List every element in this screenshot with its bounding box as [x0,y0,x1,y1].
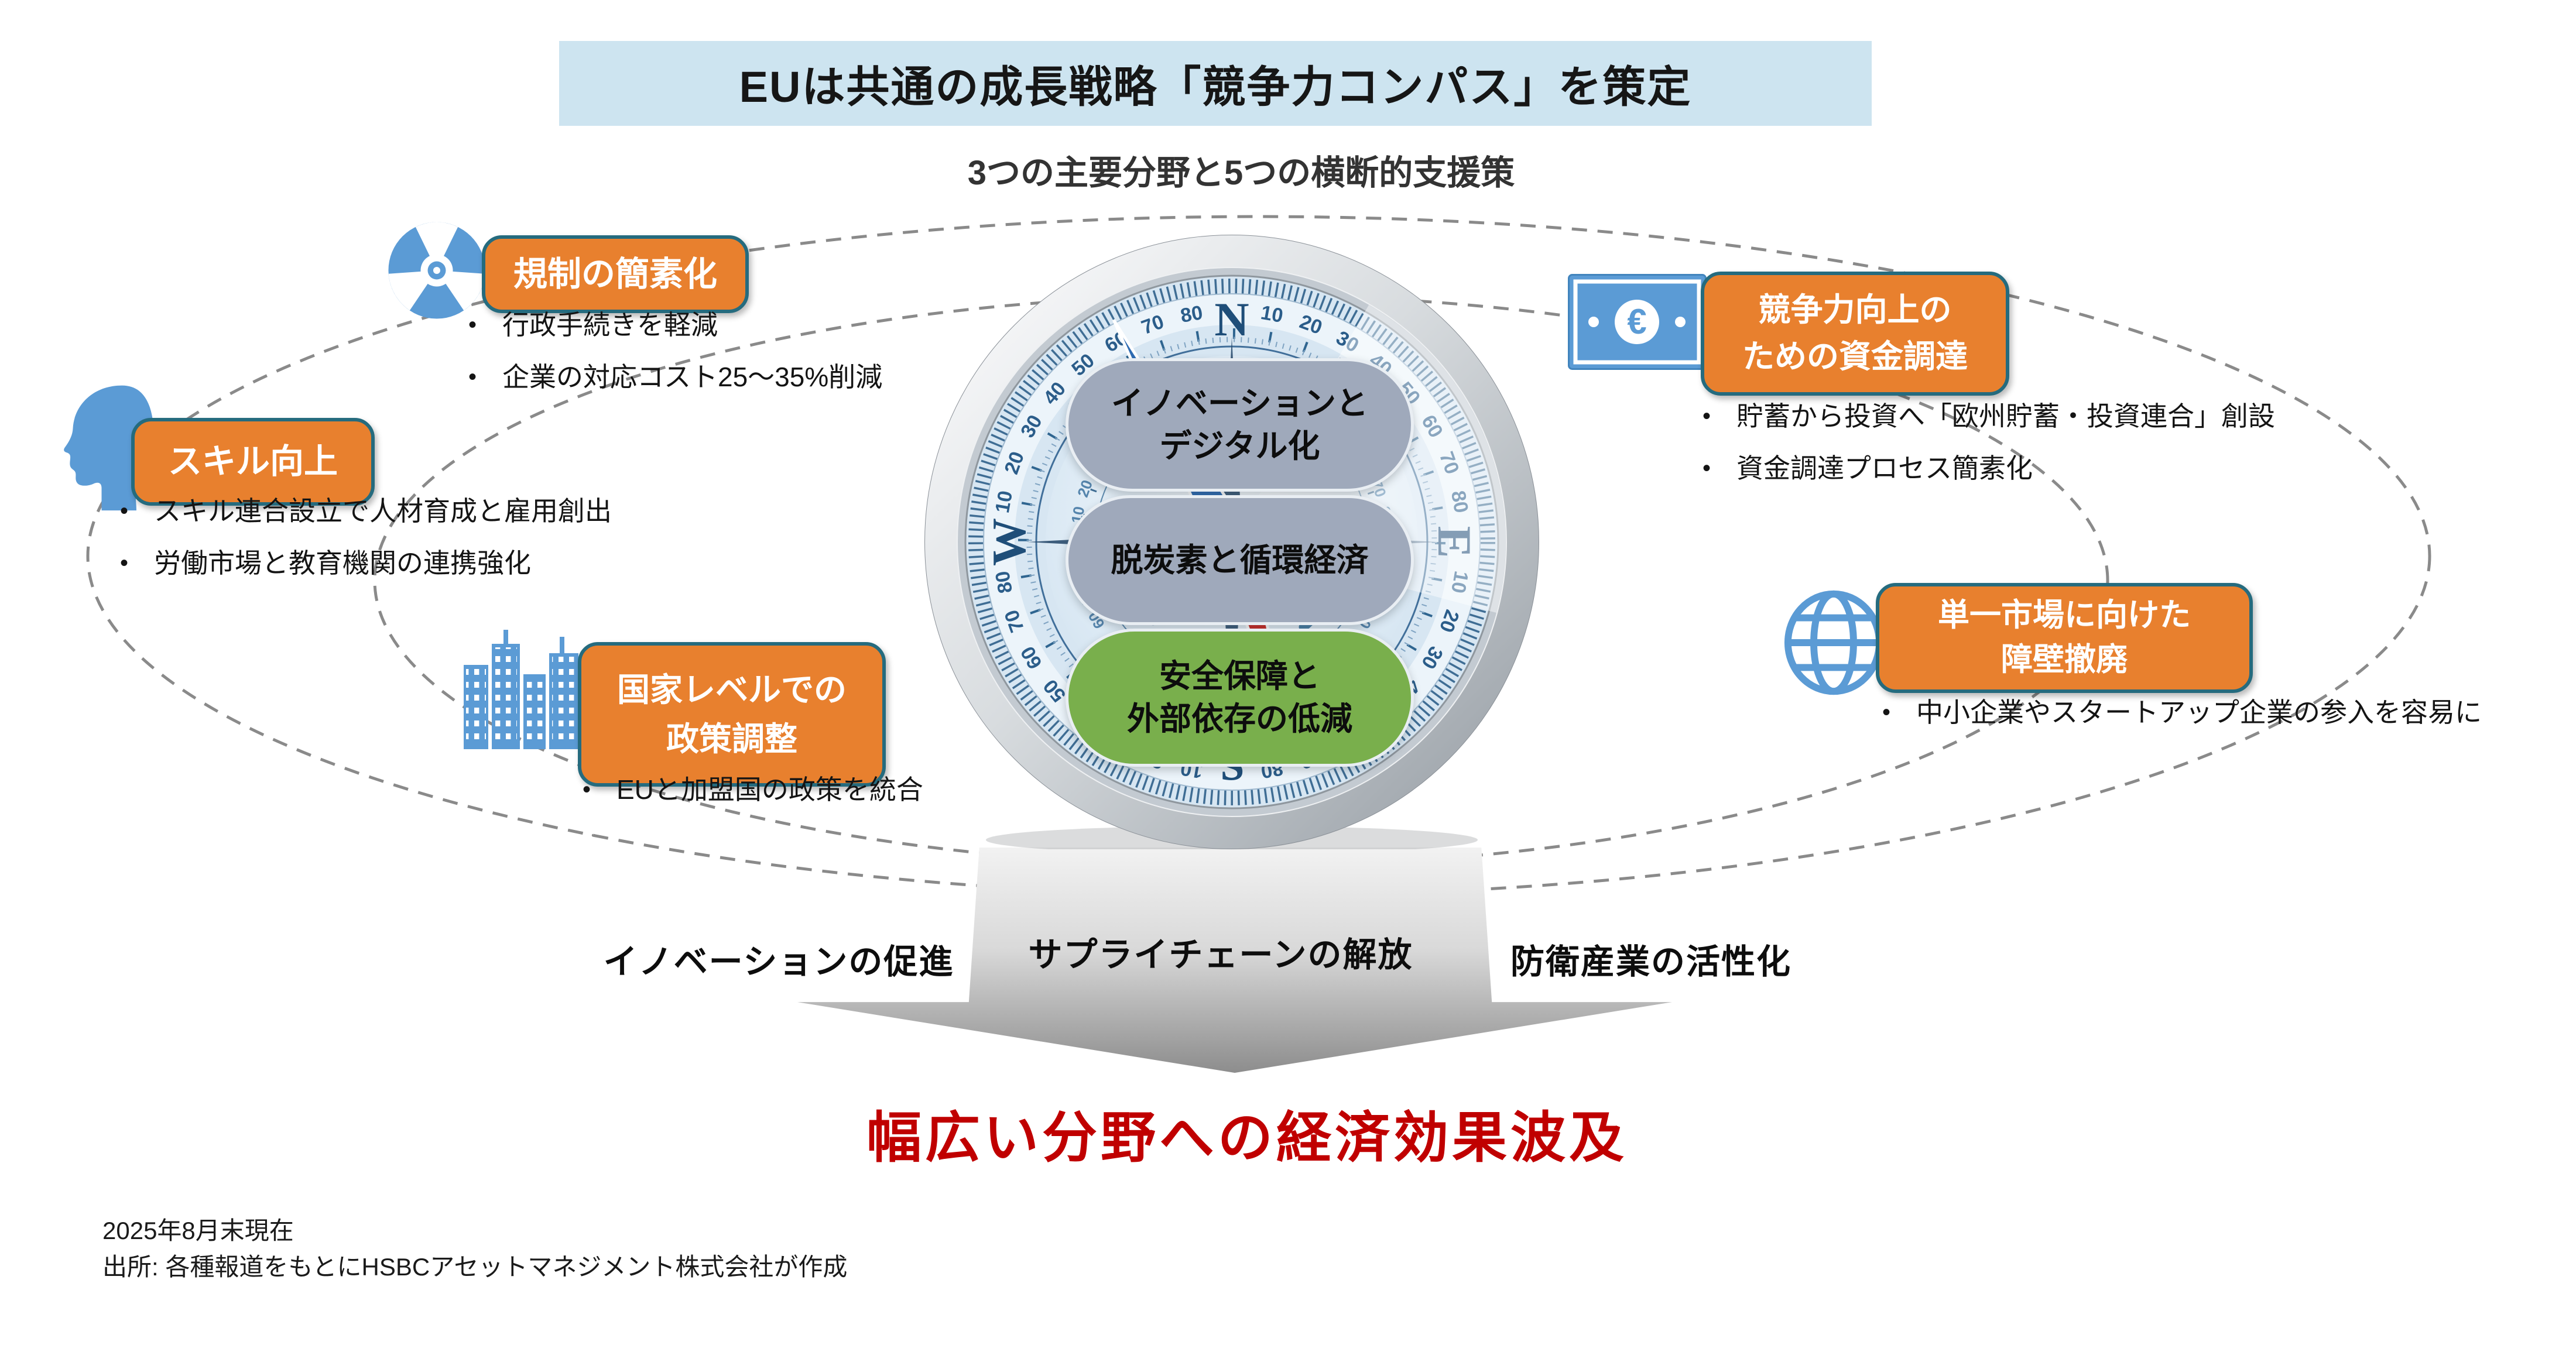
bullet-text: 貯蓄から投資へ「欧州貯蓄・投資連合」創設 [1736,401,2275,431]
list-item: • スキル連合設立で人材育成と雇用創出 [120,495,612,527]
pillar-line: 外部依存の低減 [1126,701,1352,737]
list-item: • EUと加盟国の政策を統合 [583,774,923,806]
measure-box-regulation: 規制の簡素化 [482,235,749,313]
list-item: • 行政手続きを軽減 [468,309,882,341]
bullet-icon: • [1703,403,1711,429]
measure-box-national-policy: 国家レベルでの 政策調整 [578,642,886,787]
measure-label: 障壁撤廃 [2001,642,2128,677]
list-item: • 資金調達プロセス簡素化 [1703,452,2275,485]
outer-dashed-ellipse [86,215,2431,897]
bullets-national-policy: • EUと加盟国の政策を統合 [583,774,923,806]
page-title: EUは共通の成長戦略「競争力コンパス」を策定 [739,63,1692,111]
bullet-icon: • [583,777,591,802]
footer-date: 2025年8月末現在 [102,1217,294,1244]
degree-tick-ring [1018,328,1445,756]
bullets-single-market: • 中小企業やスタートアップ企業の参入を容易に [1882,696,2482,729]
footer-source: 出所: 各種報道をもとにHSBCアセットマネジメント株式会社が作成 [102,1253,848,1281]
bullet-text: 労働市場と教育機関の連携強化 [154,548,531,579]
pillar-line: 安全保障と [1159,658,1320,695]
bullet-text: 企業の対応コスト25～35%削減 [502,362,883,393]
list-item: • 中小企業やスタートアップ企業の参入を容易に [1882,696,2482,729]
bullet-icon: • [1703,455,1711,482]
list-item: • 貯蓄から投資へ「欧州貯蓄・投資連合」創設 [1703,400,2275,433]
measure-label: 国家レベルでの [617,671,847,708]
measure-box-funding: 競争力向上の ための資金調達 [1701,272,2009,396]
cardinal-east: E [1428,526,1481,558]
bullet-text: 中小企業やスタートアップ企業の参入を容易に [1916,697,2482,728]
title-bar: EUは共通の成長戦略「競争力コンパス」を策定 [559,41,1872,126]
impact-title: 幅広い分野への経済効果波及 [866,1107,1628,1168]
measure-label: 規制の簡素化 [513,255,717,293]
dial-number: 10 [991,489,1017,514]
bullets-funding: • 貯蓄から投資へ「欧州貯蓄・投資連合」創設 • 資金調達プロセス簡素化 [1703,400,2275,485]
list-item: • 企業の対応コスト25～35%削減 [468,361,882,393]
measure-box-skills: スキル向上 [131,418,375,506]
bullets-skills: • スキル連合設立で人材育成と雇用創出 • 労働市場と教育機関の連携強化 [120,495,612,579]
bullets-regulation: • 行政手続きを軽減 • 企業の対応コスト25～35%削減 [468,309,882,393]
outcome-innovation: イノベーションの促進 [603,943,954,981]
measure-label: スキル向上 [167,442,338,481]
dial-number: 80 [991,569,1017,595]
bullet-icon: • [468,364,477,390]
bullet-icon: • [1882,699,1891,725]
bullet-icon: • [120,498,129,524]
bullet-text: 行政手続きを軽減 [502,310,718,340]
measure-label: ための資金調達 [1742,338,1968,375]
pillar-line: デジタル化 [1159,428,1320,464]
outcome-supply-chain: サプライチェーンの解放 [1028,936,1413,974]
footer: 2025年8月末現在 出所: 各種報道をもとにHSBCアセットマネジメント株式会… [102,1213,847,1285]
measure-box-single-market: 単一市場に向けた 障壁撤廃 [1876,583,2253,693]
bullet-text: EUと加盟国の政策を統合 [616,774,923,805]
bullet-icon: • [468,312,477,338]
pillar-security: 安全保障と 外部依存の低減 [1066,629,1414,767]
dial-number: 10 [1259,301,1285,327]
dial-number: 80 [1179,301,1204,327]
pillar-line: イノベーションと [1111,385,1368,422]
bullet-text: スキル連合設立で人材育成と雇用創出 [154,496,612,526]
bullet-icon: • [120,550,129,577]
measure-label: 単一市場に向けた [1938,598,2191,633]
pillar-line: 脱炭素と循環経済 [1111,541,1369,578]
cardinal-north: N [1214,293,1249,346]
pillar-decarbonization: 脱炭素と循環経済 [1066,495,1414,625]
dial-number: 10 [1447,569,1472,595]
list-item: • 労働市場と教育機関の連携強化 [120,547,612,579]
bullet-text: 資金調達プロセス簡素化 [1736,453,2033,484]
subtitle: 3つの主要分野と5つの横断的支援策 [967,154,1515,192]
cardinal-west: W [982,518,1036,566]
measure-label: 政策調整 [666,720,797,757]
dial-number: 80 [1447,489,1472,514]
measure-label: 競争力向上の [1758,291,1952,328]
dense-tick-ring [968,279,1495,805]
pillar-innovation: イノベーションと デジタル化 [1066,358,1414,492]
outcome-defense: 防衛産業の活性化 [1510,943,1791,981]
